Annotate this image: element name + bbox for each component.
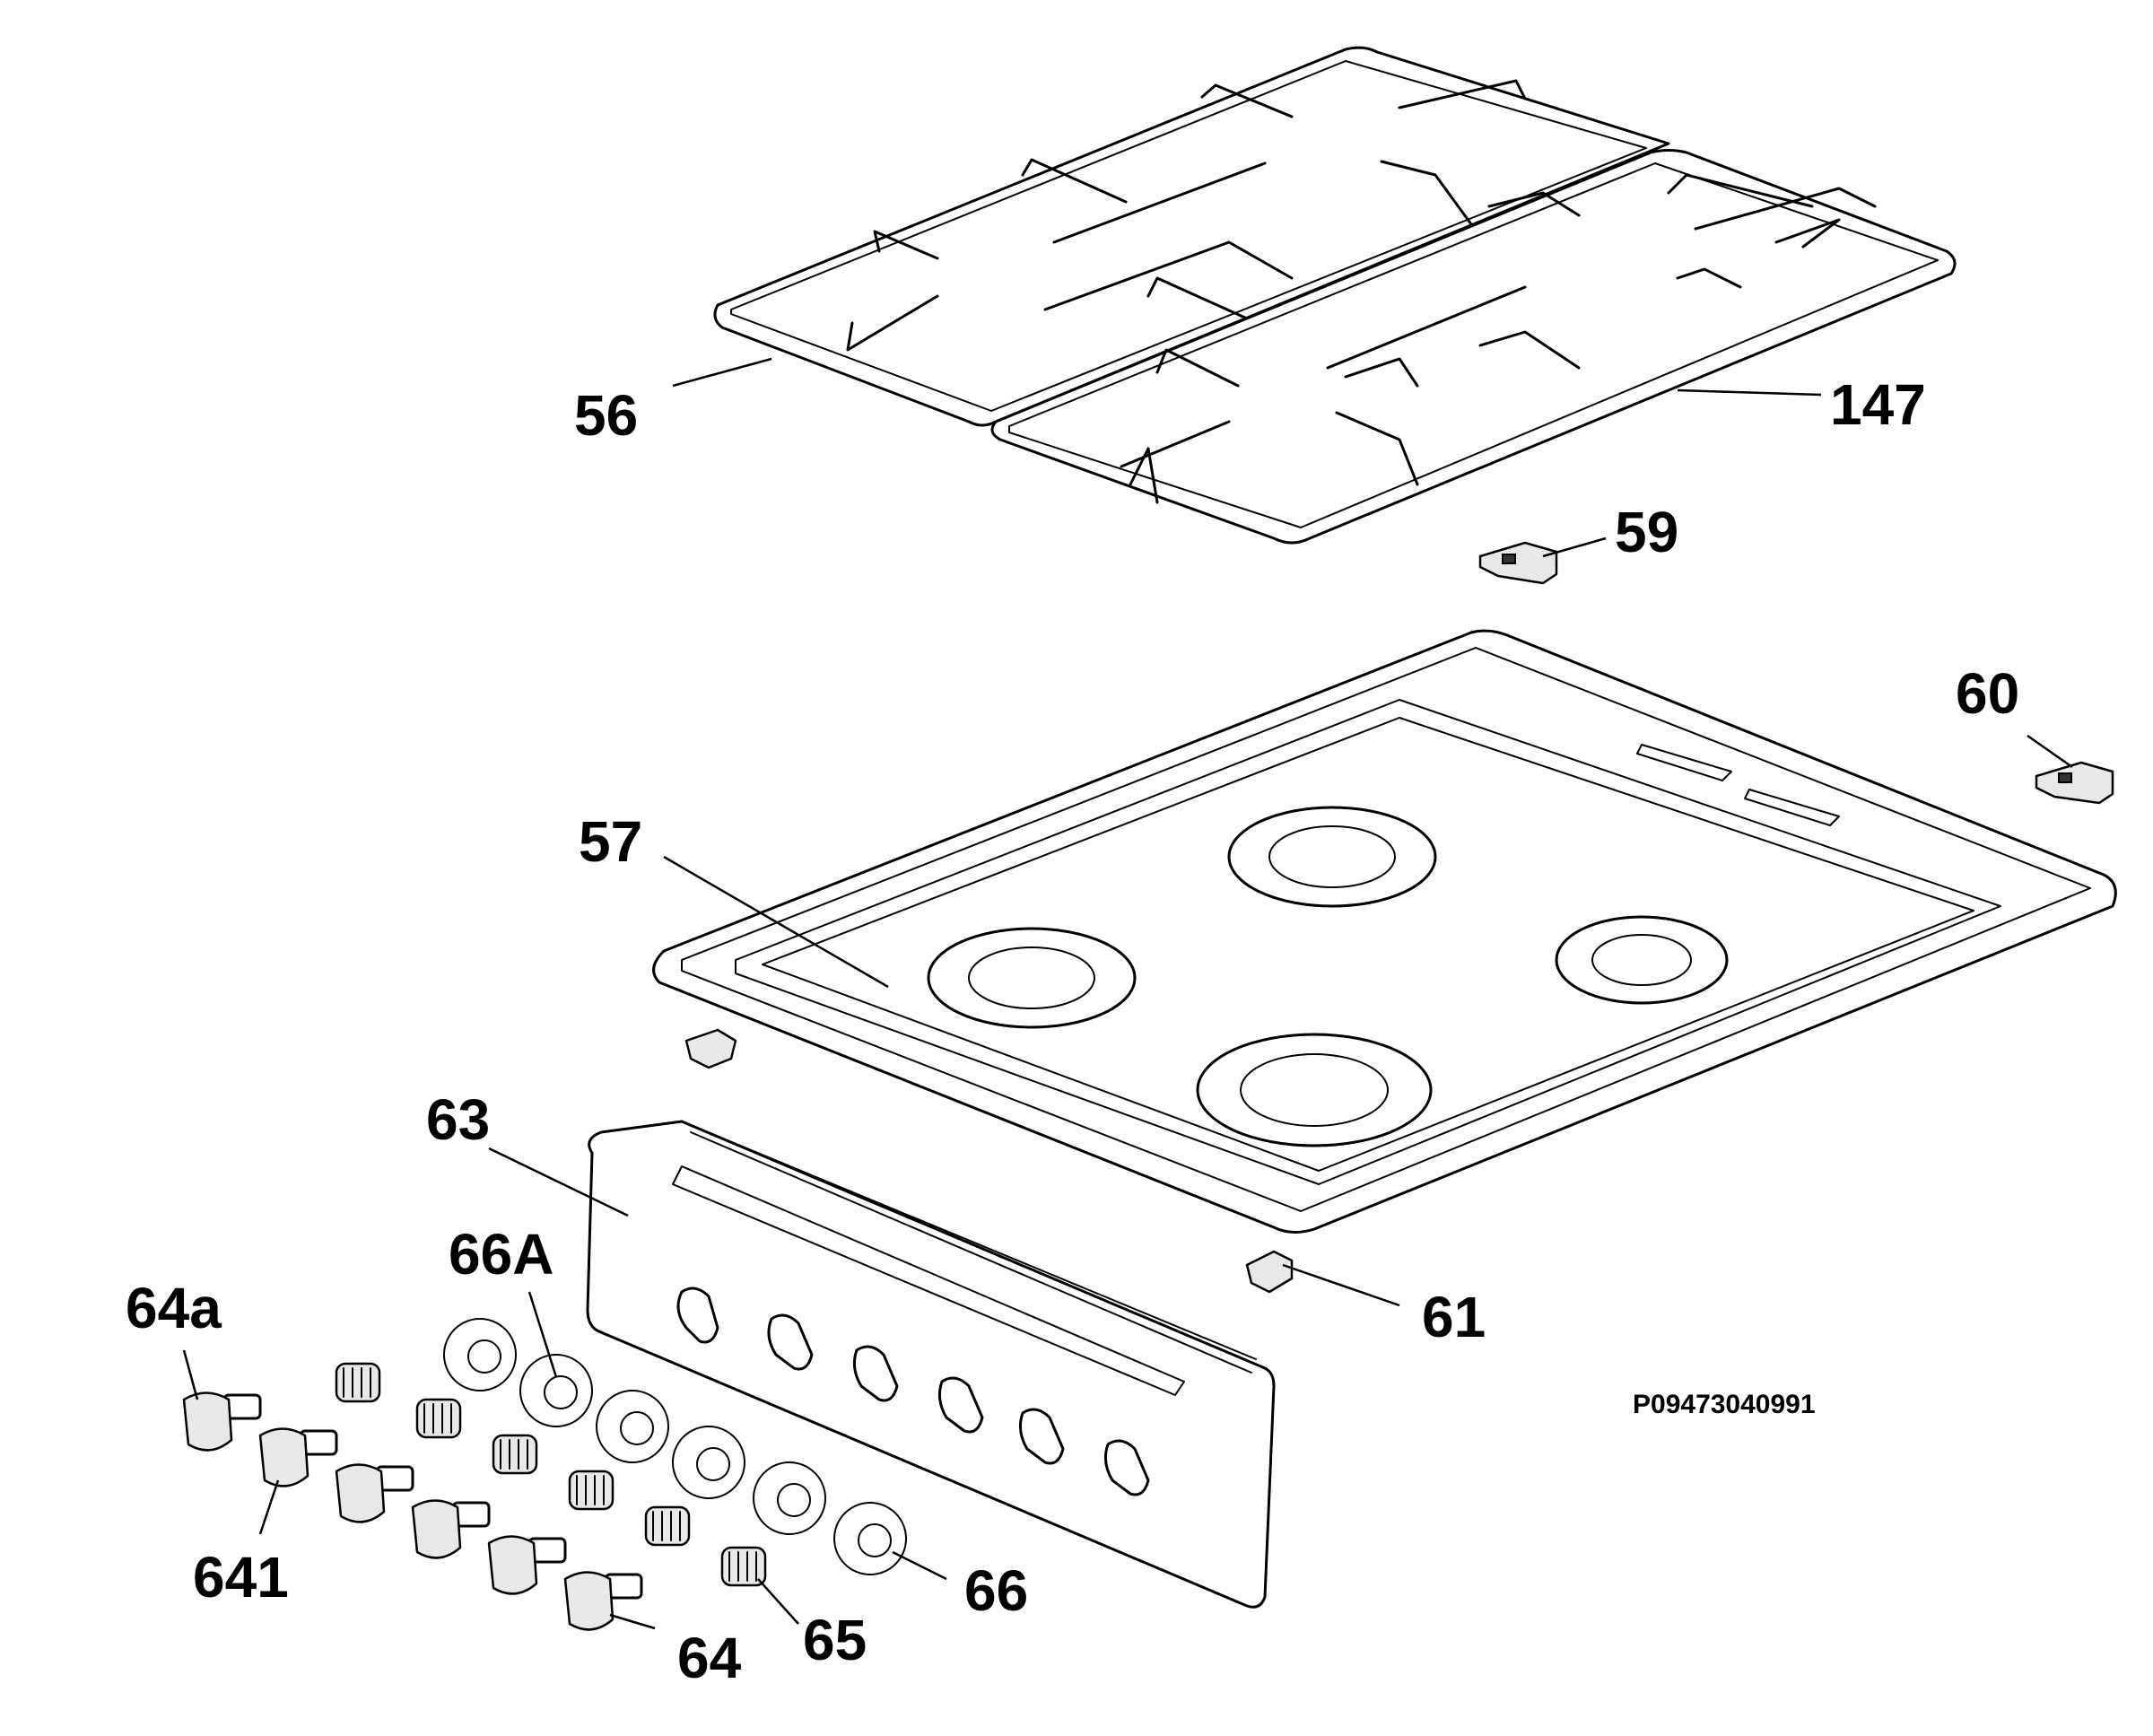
- knob: [563, 1571, 643, 1631]
- burner-rear-right: [1555, 915, 1729, 1005]
- knob-opening: [1018, 1408, 1065, 1465]
- part-labels: 56 147 59 60 57 63 61 66A 64a 641 64 65 …: [126, 372, 2019, 1690]
- label-63: 63: [426, 1087, 490, 1152]
- clip-60: [2035, 761, 2114, 805]
- knob-opening: [937, 1376, 984, 1434]
- label-641: 641: [193, 1545, 289, 1610]
- knob-bezel: [753, 1461, 826, 1535]
- knobs: [182, 1391, 643, 1631]
- burner-front-right: [1196, 1033, 1433, 1147]
- control-panel: [586, 1120, 1276, 1609]
- label-56: 56: [574, 383, 638, 448]
- knob-opening: [676, 1287, 719, 1344]
- label-66A: 66A: [449, 1222, 554, 1287]
- pan-support-right: [990, 79, 1957, 545]
- label-64: 64: [677, 1626, 742, 1690]
- label-65: 65: [803, 1608, 867, 1672]
- spring: [644, 1505, 691, 1547]
- knob-bezel: [519, 1354, 593, 1427]
- knob-opening: [852, 1345, 899, 1402]
- label-147: 147: [1830, 372, 1926, 437]
- springs: [335, 1362, 767, 1587]
- label-61: 61: [1422, 1285, 1486, 1349]
- pan-support-left: [713, 46, 1670, 427]
- spring: [720, 1546, 767, 1587]
- spring: [415, 1398, 462, 1439]
- burner-rear-left: [1227, 806, 1437, 908]
- drawing-reference: P09473040991: [1633, 1390, 1816, 1419]
- spring: [568, 1470, 615, 1511]
- knob-bezel: [596, 1390, 669, 1463]
- clip-61: [1245, 1250, 1294, 1294]
- hob-top: [652, 629, 2117, 1234]
- label-66: 66: [964, 1558, 1028, 1623]
- leader-lines: [182, 357, 2073, 1630]
- knob-bezel: [833, 1502, 907, 1575]
- label-57: 57: [579, 809, 642, 874]
- knob: [258, 1427, 338, 1487]
- knob-opening: [767, 1313, 814, 1371]
- spring: [492, 1434, 538, 1475]
- knob-bezels: [443, 1318, 907, 1575]
- knob: [182, 1391, 262, 1452]
- knob: [411, 1499, 491, 1559]
- knob-opening: [1103, 1439, 1150, 1496]
- spring: [335, 1362, 381, 1403]
- knob: [487, 1535, 567, 1595]
- label-60: 60: [1956, 661, 2019, 726]
- clip-left: [684, 1028, 737, 1069]
- clip-59: [1478, 541, 1558, 585]
- knob: [335, 1463, 414, 1523]
- label-64a: 64a: [126, 1276, 222, 1340]
- label-59: 59: [1615, 500, 1678, 564]
- burner-front-left: [927, 927, 1137, 1029]
- knob-bezel: [443, 1318, 517, 1391]
- knob-bezel: [672, 1426, 745, 1499]
